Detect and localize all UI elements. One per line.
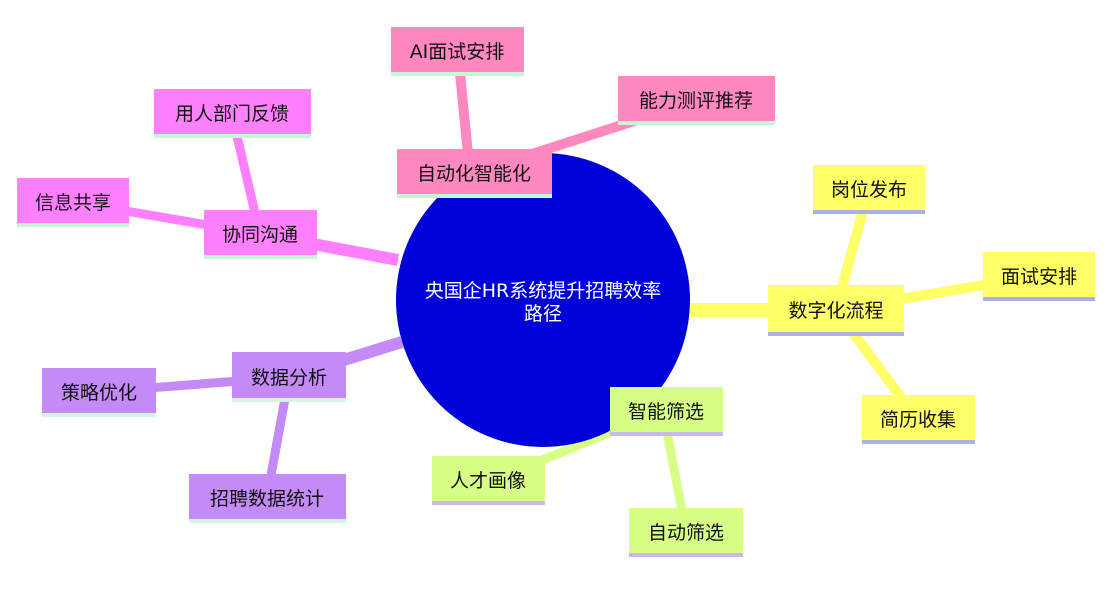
branch-box — [232, 352, 346, 401]
leaf-node-info-sharing[interactable]: 信息共享 — [17, 178, 129, 227]
leaf-node-ability-assessment[interactable]: 能力测评推荐 — [618, 76, 775, 125]
branch-node-smart-screening[interactable]: 智能筛选 — [610, 387, 723, 436]
leaf-underline — [17, 223, 129, 227]
leaf-label: 岗位发布 — [831, 179, 907, 201]
branch-underline — [232, 398, 346, 402]
leaf-label: 自动筛选 — [648, 522, 724, 544]
leaf-node-talent-profile[interactable]: 人才画像 — [432, 456, 545, 505]
root-label-line-1: 央国企HR系统提升招聘效率 — [425, 280, 662, 302]
branch-underline — [397, 194, 552, 198]
leaf-node-job-posting[interactable]: 岗位发布 — [813, 165, 925, 214]
leaf-node-ai-interview[interactable]: AI面试安排 — [391, 27, 524, 76]
leaf-underline — [983, 297, 1095, 301]
leaf-box — [432, 456, 545, 504]
branch-box — [610, 387, 723, 435]
leaf-box — [813, 165, 925, 213]
branch-node-collaboration[interactable]: 协同沟通 — [204, 210, 317, 259]
leaf-box — [391, 27, 524, 75]
leaf-label: 简历收集 — [880, 409, 956, 431]
branch-label: 自动化智能化 — [417, 163, 531, 185]
leaf-label: 招聘数据统计 — [210, 488, 324, 510]
root-node[interactable]: 央国企HR系统提升招聘效率 路径 — [396, 153, 690, 447]
leaf-underline — [813, 210, 925, 214]
leaf-box — [618, 76, 775, 124]
nodes: 数字化流程 岗位发布 面试安排 简历收集 智能筛选 人才画像 — [17, 27, 1095, 557]
branch-label: 数据分析 — [251, 367, 327, 389]
leaf-underline — [432, 501, 545, 505]
leaf-label: 用人部门反馈 — [175, 103, 289, 125]
branch-underline — [204, 255, 317, 259]
leaf-underline — [629, 553, 743, 557]
leaf-node-interview-schedule[interactable]: 面试安排 — [983, 252, 1095, 301]
leaf-box — [17, 178, 129, 226]
branch-box — [204, 210, 317, 258]
leaf-underline — [618, 121, 775, 125]
branch-label: 智能筛选 — [628, 401, 704, 423]
branch-box — [768, 285, 904, 335]
leaf-node-resume-collection[interactable]: 简历收集 — [862, 395, 975, 444]
leaf-label: 面试安排 — [1001, 266, 1077, 288]
leaf-box — [154, 89, 311, 137]
leaf-box — [42, 368, 156, 416]
branch-node-data-analysis[interactable]: 数据分析 — [232, 352, 346, 402]
leaf-label: 能力测评推荐 — [639, 90, 753, 112]
leaf-underline — [154, 134, 311, 138]
leaf-underline — [42, 413, 156, 417]
leaf-box — [983, 252, 1095, 300]
leaf-node-dept-feedback[interactable]: 用人部门反馈 — [154, 89, 311, 138]
branch-node-automation[interactable]: 自动化智能化 — [397, 149, 552, 198]
leaf-node-strategy-optimization[interactable]: 策略优化 — [42, 368, 156, 417]
leaf-label: 人才画像 — [450, 470, 526, 492]
leaf-underline — [862, 440, 975, 444]
leaf-node-recruitment-stats[interactable]: 招聘数据统计 — [189, 474, 346, 523]
leaf-underline — [189, 519, 346, 523]
leaf-box — [189, 474, 346, 522]
branch-box — [397, 149, 552, 197]
leaf-label: 信息共享 — [35, 192, 111, 214]
branch-label: 数字化流程 — [788, 300, 883, 322]
branch-node-digital-process[interactable]: 数字化流程 — [768, 285, 904, 336]
leaf-label: AI面试安排 — [410, 41, 505, 63]
leaf-box — [862, 395, 975, 443]
branch-label: 协同沟通 — [222, 224, 298, 246]
leaf-label: 策略优化 — [61, 382, 137, 404]
leaf-underline — [391, 72, 524, 76]
root-label-line-2: 路径 — [524, 303, 562, 325]
branch-underline — [610, 432, 723, 436]
leaf-node-auto-screening[interactable]: 自动筛选 — [629, 508, 743, 557]
branch-underline — [768, 332, 904, 336]
leaf-box — [629, 508, 743, 556]
root-circle — [396, 153, 690, 447]
